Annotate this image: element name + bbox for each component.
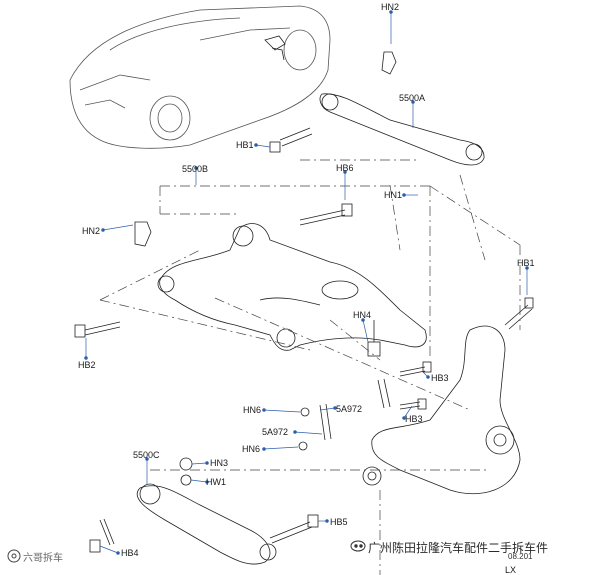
label-hn2-top: HN2 (381, 2, 400, 12)
label-hb3-b: HB3 (405, 414, 423, 424)
label-hn3: HN3 (210, 458, 229, 468)
label-hn6-b: HN6 (242, 444, 261, 454)
bushing (362, 466, 382, 486)
bolt-hb3 (399, 361, 432, 410)
watermark-text-right: 广州陈田拉隆汽车配件二手拆车件 (368, 541, 549, 555)
label-5a972-a: 5A972 (336, 404, 363, 414)
link-5a972 (298, 378, 391, 451)
label-hb2: HB2 (78, 360, 96, 370)
label-hn1: HN1 (384, 190, 403, 200)
label-hb4: HB4 (121, 548, 139, 558)
vehicle-illustration (69, 5, 331, 149)
assembly-guide-lines (99, 159, 521, 575)
watermark-text-left: 六哥拆车 (23, 553, 63, 564)
nut-hn4 (367, 320, 381, 357)
knuckle-assembly (371, 325, 521, 494)
bolt-hb4 (89, 518, 115, 553)
label-hb1-left: HB1 (236, 140, 254, 150)
date-code: 08.201 (508, 552, 533, 561)
label-hb1-right: HB1 (517, 258, 535, 268)
label-hb3-a: HB3 (431, 373, 449, 383)
upper-control-arm-5500a (319, 51, 485, 166)
label-5a972-b: 5A972 (262, 427, 289, 437)
label-hb5: HB5 (330, 517, 348, 527)
label-hn2-left: HN2 (82, 226, 101, 236)
label-hb6: HB6 (336, 163, 354, 173)
label-hw1: HW1 (206, 477, 226, 487)
watermark-logo-right (350, 540, 366, 552)
subframe-5500b (134, 221, 427, 351)
label-lx: LX (505, 565, 517, 575)
label-5500a: 5500A (399, 93, 426, 103)
label-5500c: 5500C (133, 450, 160, 460)
lower-arm-5500c (136, 457, 277, 565)
bolt-hb1-left (269, 127, 313, 153)
label-hn4: HN4 (353, 310, 372, 320)
bolt-hb6 (299, 203, 353, 226)
bolt-hb1-right (504, 297, 534, 330)
label-hn6-a: HN6 (243, 405, 262, 415)
callout-leaders (84, 10, 529, 555)
bolt-hb2 (74, 321, 121, 338)
watermark-logo-left (7, 549, 21, 563)
bolt-hb5 (269, 514, 319, 544)
label-5500b: 5500B (182, 164, 209, 174)
